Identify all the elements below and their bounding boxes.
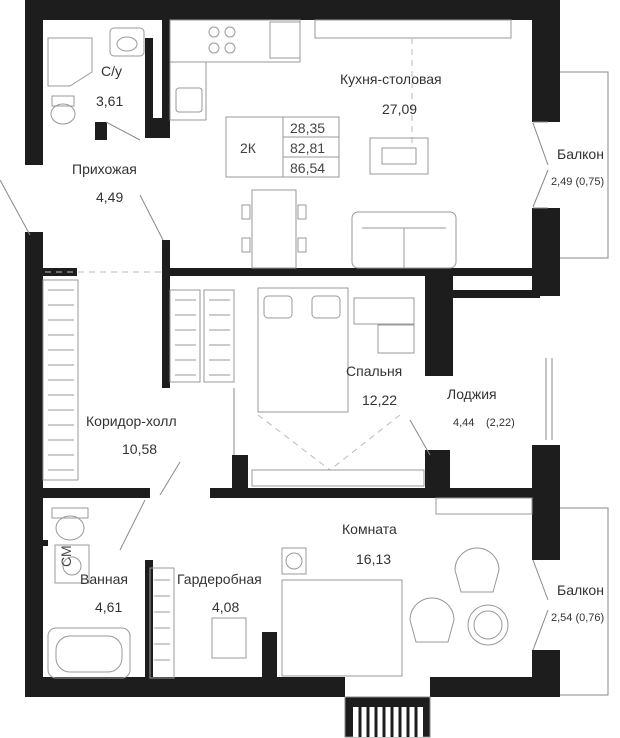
room-name-bedroom: Спальня [346,363,402,379]
room-area-corridor: 10,58 [122,441,157,457]
room-name-corridor: Коридор-холл [86,413,177,429]
room-area-bathroom-small: 3,61 [96,93,123,109]
room-name-balcony-bottom: Балкон [557,582,604,598]
room-area-loggia: 4,44 [453,417,474,429]
room-name-room: Комната [342,521,397,537]
area-with-balconies: 86,54 [290,160,325,176]
apartment-info: 2К 28,35 82,81 86,54 [240,120,325,176]
room-name-bathroom: Ванная [80,571,128,587]
room-name-bathroom-small: С/у [101,63,122,79]
area-total: 82,81 [290,140,325,156]
room-area-balcony-top: 2,49 (0,75) [551,176,604,188]
balcony-outlines [344,71,609,738]
furniture [42,19,533,679]
apartment-type: 2К [240,140,257,156]
room-name-kitchen: Кухня-столовая [340,71,442,87]
room-area-bedroom: 12,22 [362,392,397,408]
washer-label: СМ [58,545,74,567]
room-name-balcony-top: Балкон [557,146,604,162]
room-area-kitchen: 27,09 [382,101,417,117]
area-living: 28,35 [290,120,325,136]
room-name-wardrobe: Гардеробная [177,571,262,587]
walls [25,0,560,697]
room-area-room: 16,13 [356,551,391,567]
room-name-loggia: Лоджия [447,386,497,402]
room-name-hallway: Прихожая [72,161,137,177]
room-labels: С/у 3,61 Кухня-столовая 27,09 Прихожая 4… [72,63,604,624]
room-area-hallway: 4,49 [96,189,123,205]
room-area-wardrobe: 4,08 [212,599,239,615]
room-area-loggia-extra: (2,22) [486,417,515,429]
room-area-balcony-bottom: 2,54 (0,76) [551,612,604,624]
room-area-bathroom: 4,61 [95,599,122,615]
doors [0,121,549,651]
